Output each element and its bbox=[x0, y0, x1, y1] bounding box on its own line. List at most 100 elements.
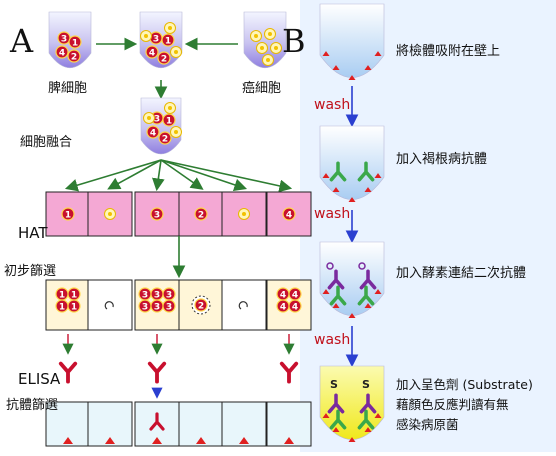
step-4-antigen-5 bbox=[348, 437, 356, 442]
step-3-primary-antibody-left bbox=[329, 285, 347, 306]
svg-text:3: 3 bbox=[142, 291, 148, 301]
elisa-well-6-antigen bbox=[284, 437, 294, 444]
mixed-cancer-cell bbox=[170, 46, 182, 58]
wash-label-3: wash bbox=[314, 332, 351, 348]
step-4-text-line2: 藉顏色反應判讀有無 bbox=[396, 397, 509, 412]
panel-b-label: B bbox=[282, 22, 306, 60]
screen-well-4-cell: 2 bbox=[194, 298, 208, 312]
hat-well-5-dead-cell bbox=[238, 208, 250, 220]
hat-well-4 bbox=[178, 191, 224, 237]
step-3-enzyme-left bbox=[326, 262, 334, 270]
svg-text:3: 3 bbox=[166, 291, 172, 301]
hat-label: HAT bbox=[18, 224, 48, 242]
step-4-antigen-1 bbox=[322, 413, 330, 418]
hat-well-3-cell: 3 bbox=[150, 207, 164, 221]
screen-well-1-cell: 1 bbox=[67, 299, 81, 313]
secreted-antibody-2 bbox=[147, 361, 167, 384]
step-3-secondary-antibody-right bbox=[359, 269, 377, 290]
step-1-antigen-1 bbox=[322, 51, 330, 56]
step-3-antigen-4 bbox=[374, 289, 382, 294]
substrate-mark-2: S bbox=[362, 378, 370, 391]
step-4-antigen-2 bbox=[332, 427, 340, 432]
svg-text:3: 3 bbox=[154, 291, 160, 301]
step-2-tube bbox=[319, 125, 385, 200]
cancer-cell bbox=[264, 28, 276, 40]
svg-text:2: 2 bbox=[198, 211, 204, 221]
cancer-cell bbox=[270, 42, 282, 54]
spleen-cell: 3 bbox=[57, 31, 71, 45]
step-4-secondary-antibody-left bbox=[327, 393, 345, 414]
step-4-text-line3: 感染病原菌 bbox=[396, 417, 459, 432]
cancer-cell bbox=[256, 42, 268, 54]
hat-well-5 bbox=[221, 191, 267, 237]
svg-text:4: 4 bbox=[292, 303, 298, 313]
step-4-antigen-4 bbox=[374, 413, 382, 418]
spleen-cell-label: 脾細胞 bbox=[48, 81, 88, 96]
svg-text:4: 4 bbox=[150, 129, 156, 139]
mixed-cancer-cell bbox=[140, 30, 152, 42]
screen-well-3-cell: 3 bbox=[138, 299, 152, 313]
step-3-antigen-5 bbox=[348, 313, 356, 318]
mixed-spleen-cell: 2 bbox=[157, 51, 171, 65]
spleen-cell: 2 bbox=[67, 49, 81, 63]
step-3-enzyme-right bbox=[358, 262, 366, 270]
elisa-well-4-antigen bbox=[196, 437, 206, 444]
step-4-primary-antibody-right bbox=[357, 409, 375, 430]
step-2-antigen-1 bbox=[322, 173, 330, 178]
svg-text:2: 2 bbox=[198, 302, 204, 312]
step-4-text-line1: 加入呈色劑 (Substrate) bbox=[396, 377, 533, 392]
svg-text:1: 1 bbox=[65, 211, 71, 221]
hat-well-6-cell: 4 bbox=[282, 207, 296, 221]
step-2-primary-antibody-right bbox=[357, 161, 375, 182]
screen-well-3-cell: 3 bbox=[162, 287, 176, 301]
screen-well-5-dead-cell bbox=[238, 301, 248, 310]
fan-out-arrow-1 bbox=[64, 159, 162, 192]
step-3-antigen-1 bbox=[322, 289, 330, 294]
svg-text:1: 1 bbox=[165, 37, 171, 47]
elisa-well-3-antigen bbox=[152, 437, 162, 444]
svg-text:4: 4 bbox=[59, 49, 65, 59]
cancer-cell-label: 癌細胞 bbox=[242, 81, 282, 96]
secreted-antibody-1 bbox=[58, 361, 78, 384]
screen-well-3-cell: 3 bbox=[138, 287, 152, 301]
svg-text:3: 3 bbox=[142, 303, 148, 313]
svg-text:3: 3 bbox=[61, 35, 67, 45]
svg-text:1: 1 bbox=[59, 291, 65, 301]
step-2-antigen-3 bbox=[364, 187, 372, 192]
svg-text:1: 1 bbox=[71, 291, 77, 301]
cancer-cell bbox=[250, 30, 262, 42]
mixed-spleen-cell: 4 bbox=[145, 45, 159, 59]
cell-fusion-label: 細胞融合 bbox=[20, 135, 73, 150]
step-2-antigen-4 bbox=[374, 173, 382, 178]
mixed-spleen-cell: 1 bbox=[161, 33, 175, 47]
svg-text:4: 4 bbox=[286, 211, 292, 221]
step-2-antigen-5 bbox=[348, 197, 356, 202]
cancer-cell bbox=[262, 54, 274, 66]
step-1-antigen-5 bbox=[348, 75, 356, 80]
step-2-primary-antibody-left bbox=[329, 161, 347, 182]
svg-text:3: 3 bbox=[166, 303, 172, 313]
step-1-antigen-4 bbox=[374, 51, 382, 56]
svg-text:1: 1 bbox=[166, 117, 172, 127]
screen-well-1-cell: 1 bbox=[55, 287, 69, 301]
wash-label-1: wash bbox=[314, 97, 351, 113]
svg-text:1: 1 bbox=[59, 303, 65, 313]
elisa-well-1-antigen bbox=[63, 437, 73, 444]
fused-cancer-cell bbox=[143, 112, 155, 124]
fan-out-arrow-6 bbox=[160, 159, 293, 193]
fused-cancer-cell bbox=[170, 126, 182, 138]
elisa-well-2-antigen bbox=[105, 437, 115, 444]
svg-text:4: 4 bbox=[280, 303, 286, 313]
fused-cell: 1 bbox=[162, 113, 176, 127]
step-3-primary-antibody-right bbox=[357, 285, 375, 306]
fan-out-arrow-4 bbox=[160, 159, 204, 190]
step-3-text: 加入酵素連結二次抗體 bbox=[396, 266, 527, 281]
fused-cell: 2 bbox=[158, 131, 172, 145]
fan-out-arrow-2 bbox=[107, 159, 162, 190]
screen-well-2 bbox=[87, 279, 133, 331]
substrate-mark-1: S bbox=[330, 378, 338, 391]
screen-well-6-cell: 4 bbox=[288, 287, 302, 301]
fan-out-arrow-3 bbox=[152, 159, 165, 192]
